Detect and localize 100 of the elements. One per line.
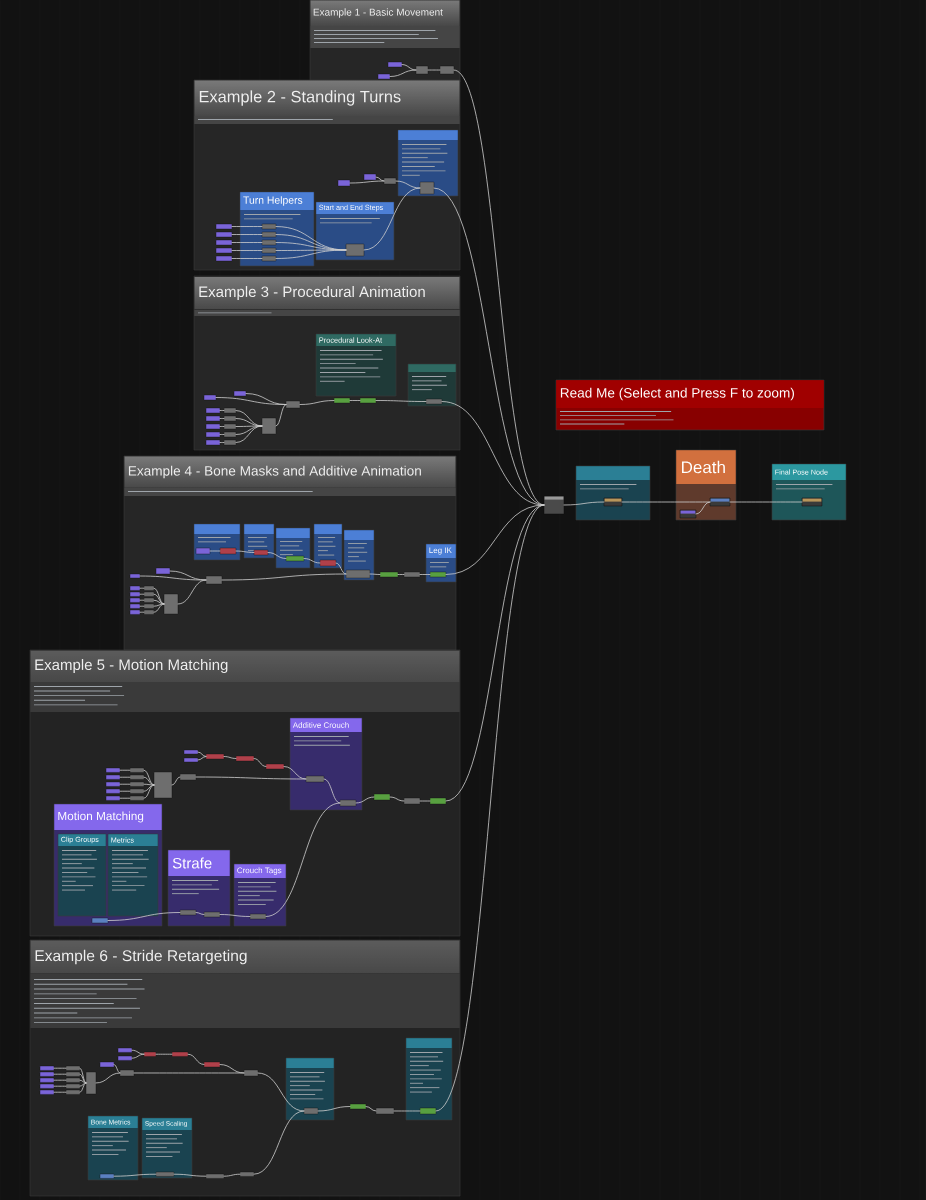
graph-node [65, 1071, 81, 1077]
comment-box [575, 465, 651, 521]
wire [433, 187, 545, 506]
wire [79, 1073, 87, 1084]
wire [223, 1173, 241, 1177]
graph-node [359, 397, 377, 404]
wire [441, 401, 545, 506]
graph-node [303, 1107, 319, 1115]
graph-node [203, 394, 217, 401]
wire [143, 783, 155, 786]
graph-node [129, 585, 141, 591]
wire [153, 603, 165, 613]
graph-node [223, 431, 237, 438]
wire [253, 758, 267, 767]
wire [283, 766, 307, 780]
comment-box [285, 1057, 335, 1121]
graph-node [383, 177, 397, 185]
wire [143, 776, 155, 786]
wire [245, 393, 287, 405]
graph-node [105, 774, 121, 780]
wire [235, 550, 255, 553]
wire [139, 587, 145, 589]
graph-node [379, 571, 399, 578]
wire [445, 504, 545, 802]
graph-node [349, 1103, 367, 1110]
graph-node [243, 1069, 259, 1077]
wire [257, 1072, 305, 1112]
graph-node [223, 439, 237, 446]
wire [53, 1091, 67, 1093]
graph-node [377, 73, 391, 80]
wire [349, 400, 361, 401]
graph-node [261, 255, 277, 262]
wire [195, 776, 307, 780]
wire [139, 599, 145, 601]
graph-node [305, 775, 325, 783]
wire [79, 1067, 87, 1084]
wire [389, 796, 405, 802]
wire [317, 1106, 351, 1112]
wire [401, 64, 417, 71]
graph-node [129, 774, 145, 780]
graph-node [215, 223, 233, 230]
wire [139, 611, 145, 613]
graph-node [155, 567, 171, 575]
wire [397, 574, 405, 575]
graph-node [129, 788, 145, 794]
wire [197, 756, 207, 761]
wire [79, 1082, 87, 1087]
graph-node [105, 767, 121, 773]
graph-node [709, 497, 731, 507]
wire [365, 1106, 377, 1112]
graph-node [429, 797, 447, 805]
graph-node [425, 398, 443, 405]
graph-node [91, 917, 109, 924]
wire [119, 769, 131, 771]
comment-box [407, 363, 457, 407]
wire [389, 69, 417, 77]
wire [209, 550, 221, 552]
wire [395, 180, 421, 189]
graph-node [143, 609, 155, 615]
graph-node [265, 763, 285, 770]
graph-node [239, 1171, 255, 1177]
graph-node [205, 407, 221, 414]
wire [53, 1067, 67, 1069]
graph-node [129, 573, 141, 579]
graph-node [85, 1071, 97, 1095]
graph-node [99, 1061, 115, 1068]
wire [119, 776, 131, 778]
wire [153, 603, 165, 607]
graph-node [129, 781, 145, 787]
graph-node [65, 1077, 81, 1083]
wire [231, 250, 263, 251]
graph-node [143, 585, 155, 591]
graph-node [129, 591, 141, 597]
graph-node [253, 549, 269, 556]
graph-node [373, 793, 391, 801]
graph-node [419, 181, 435, 195]
wire [171, 776, 181, 786]
graph-node [233, 390, 247, 397]
wire [445, 504, 545, 575]
graph-node [179, 909, 197, 916]
wire [695, 501, 711, 515]
wire [335, 562, 347, 575]
graph-node [203, 1061, 221, 1068]
graph-node [543, 495, 565, 515]
graph-node [345, 569, 371, 579]
graph-node [439, 65, 455, 75]
graph-node [363, 173, 377, 181]
graph-node [39, 1065, 55, 1071]
graph-node [801, 497, 823, 507]
graph-node [119, 1069, 135, 1077]
graph-node [223, 415, 237, 422]
graph-node [105, 781, 121, 787]
graph-node [205, 1173, 225, 1179]
graph-node [117, 1047, 133, 1053]
wire [563, 501, 605, 506]
wire [235, 410, 263, 427]
graph-node [261, 231, 277, 238]
wire [453, 69, 545, 506]
wire [221, 573, 347, 581]
wire [369, 573, 381, 575]
